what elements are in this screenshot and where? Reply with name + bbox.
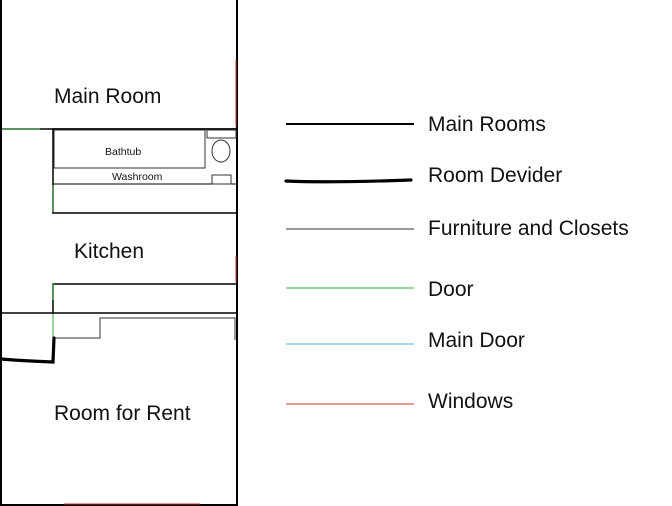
toilet-bowl xyxy=(211,139,231,163)
doors xyxy=(2,128,54,337)
legend-item-main-rooms: Main Rooms xyxy=(286,113,546,136)
sink-cabinet xyxy=(211,174,232,185)
toilet-closet xyxy=(206,129,237,139)
legend-label-main-rooms: Main Rooms xyxy=(428,113,546,136)
legend-label-furniture: Furniture and Closets xyxy=(428,217,629,240)
label-main-room: Main Room xyxy=(54,85,161,108)
legend-item-main-door: Main Door xyxy=(286,329,525,352)
room-divider-wall xyxy=(0,336,56,364)
legend-label-room-divider: Room Devider xyxy=(428,164,562,187)
floor-plan-walls xyxy=(0,0,238,506)
furniture-and-closets xyxy=(53,129,237,340)
legend-item-furniture: Furniture and Closets xyxy=(286,217,629,240)
label-bathtub: Bathtub xyxy=(105,146,141,158)
bathroom-block xyxy=(52,128,238,214)
legend-label-main-door: Main Door xyxy=(428,329,525,352)
legend-label-windows: Windows xyxy=(428,390,513,413)
legend-item-door: Door xyxy=(286,278,474,301)
legend-item-windows: Windows xyxy=(286,390,513,413)
kitchen-counter-wall xyxy=(52,283,238,314)
rent-room-closet xyxy=(55,317,236,340)
legend-swatch-room-divider xyxy=(284,178,413,184)
windows xyxy=(64,60,237,505)
label-kitchen: Kitchen xyxy=(74,240,144,263)
legend-item-room-divider: Room Devider xyxy=(284,164,562,187)
label-room-for-rent: Room for Rent xyxy=(54,402,191,425)
label-washroom: Washroom xyxy=(112,171,163,183)
legend-label-door: Door xyxy=(428,278,474,301)
legend: Main Rooms Room Devider Furniture and Cl… xyxy=(284,113,629,413)
